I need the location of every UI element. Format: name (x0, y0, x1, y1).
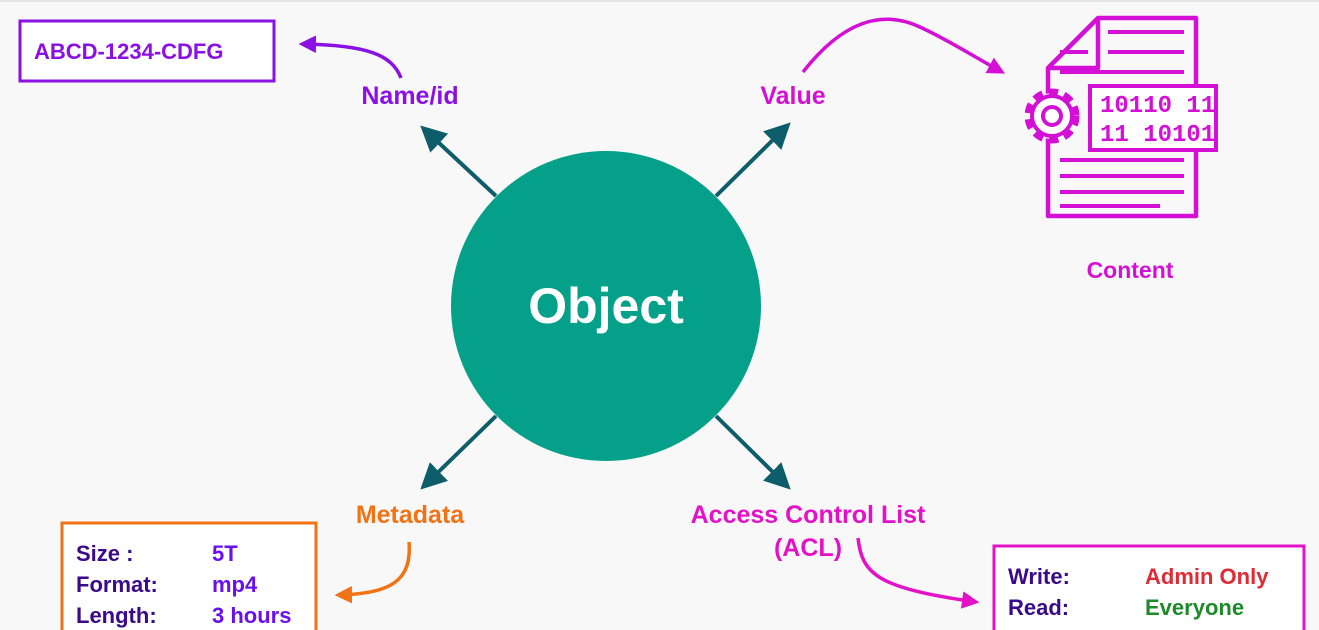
acl-value-write: Admin Only (1145, 564, 1269, 589)
metadata-key-format: Format: (76, 572, 158, 597)
metadata-box (60, 521, 318, 630)
name-id-curve-arrow (298, 35, 403, 79)
content-label: Content (1087, 257, 1174, 283)
name-id-example: ABCD-1234-CDFG (34, 39, 223, 64)
content-document-icon: 10110 11 11 10101 (1024, 15, 1218, 219)
top-border (0, 0, 1319, 2)
value-label: Value (760, 82, 825, 110)
arrow-to-metadata (420, 414, 498, 490)
binary-row-2: 11 10101 (1100, 122, 1215, 149)
binary-row-1: 10110 11 (1100, 93, 1215, 120)
object-circle (451, 151, 761, 461)
gear-icon (1024, 88, 1080, 144)
acl-key-read: Read: (1008, 595, 1069, 620)
object-label: Object (528, 278, 684, 334)
metadata-value-length: 3 hours (212, 603, 291, 628)
metadata-label: Metadata (356, 501, 465, 529)
value-curve-arrow (801, 17, 1006, 74)
arrow-to-value (714, 122, 791, 198)
metadata-value-format: mp4 (212, 572, 258, 597)
arrow-to-acl (714, 414, 791, 490)
acl-label-line1: Access Control List (691, 501, 926, 529)
arrow-to-name-id (420, 125, 498, 198)
acl-label-line2: (ACL) (774, 534, 842, 562)
acl-key-write: Write: (1008, 564, 1070, 589)
name-id-label: Name/id (361, 82, 458, 110)
metadata-value-size: 5T (212, 541, 238, 566)
acl-box (992, 544, 1306, 630)
metadata-key-length: Length: (76, 603, 157, 628)
name-id-box (18, 19, 276, 83)
metadata-curve-arrow (334, 541, 411, 604)
acl-value-read: Everyone (1145, 595, 1244, 620)
metadata-key-size: Size : (76, 541, 133, 566)
acl-curve-arrow (856, 537, 980, 609)
